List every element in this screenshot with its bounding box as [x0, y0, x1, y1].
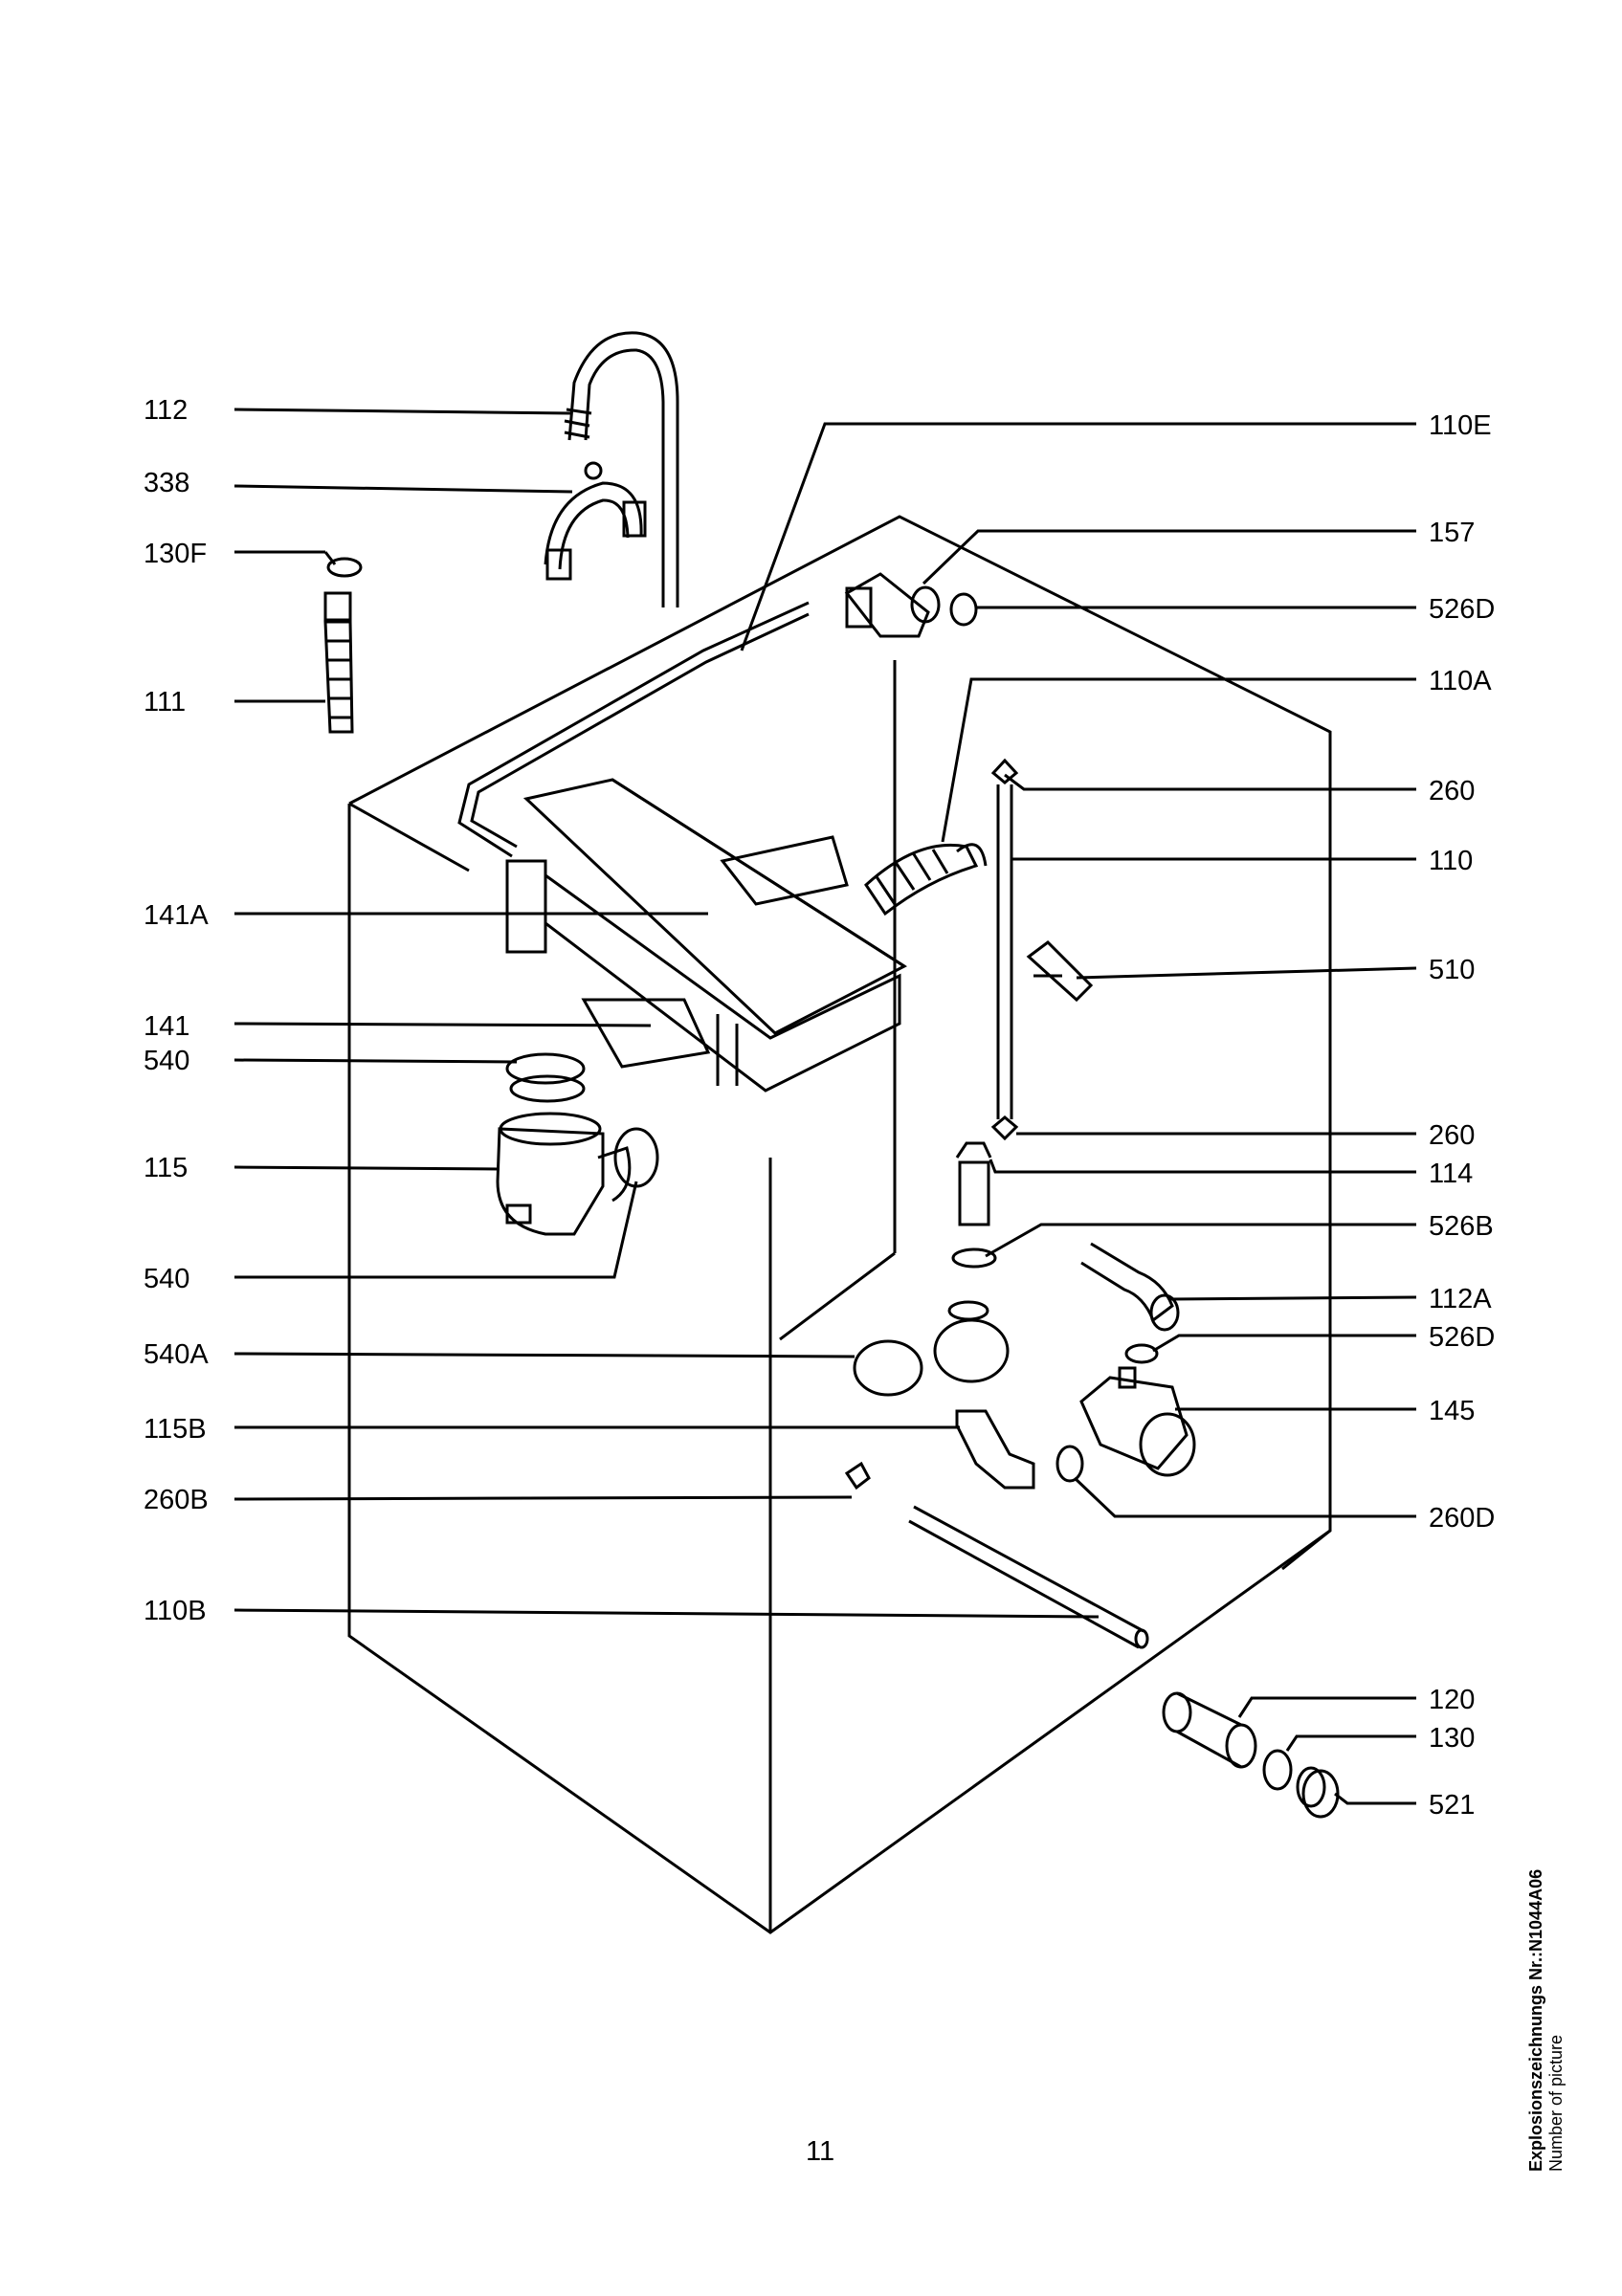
drain-hose-part — [564, 331, 679, 607]
bellows-hose-part — [864, 660, 988, 916]
clamp-540a-part — [853, 1339, 923, 1397]
label-110b: 110B — [144, 1596, 207, 1626]
label-540a: 540A — [144, 1339, 209, 1370]
label-260-top: 260 — [1429, 776, 1475, 806]
leader-lines — [233, 408, 1417, 1805]
label-111: 111 — [144, 687, 186, 718]
labels-right: 110E 157 526D 110A 260 110 510 260 114 5… — [1429, 410, 1495, 1821]
inlet-hose-part — [323, 591, 354, 734]
label-510: 510 — [1429, 955, 1475, 985]
label-260b: 260B — [144, 1485, 209, 1515]
label-521: 521 — [1429, 1790, 1475, 1821]
filter-cap-521-part — [1296, 1766, 1340, 1819]
label-157: 157 — [1429, 518, 1475, 548]
label-110: 110 — [1429, 846, 1473, 876]
bracket-510-part — [1026, 940, 1094, 1003]
picture-number-title: Explosionszeichnungs Nr.:N1044A06 — [1526, 1868, 1545, 2172]
label-540-bottom: 540 — [144, 1264, 189, 1294]
label-526b: 526B — [1429, 1211, 1494, 1242]
tube-110b-part — [908, 1505, 1149, 1649]
page-number: 11 — [806, 2136, 835, 2167]
label-112: 112 — [144, 395, 188, 426]
label-112a: 112A — [1429, 1284, 1492, 1314]
hose-guide-part — [544, 461, 647, 581]
clamp-526d-top-part — [949, 592, 978, 627]
washer-130f-part — [326, 557, 363, 578]
filter-120-part — [1162, 1691, 1257, 1769]
inlet-pipe-part — [457, 601, 810, 858]
hose-112a-part — [1080, 1242, 1180, 1332]
label-540-top: 540 — [144, 1046, 189, 1076]
label-130: 130 — [1429, 1723, 1475, 1754]
picture-number-subtitle: Number of picture — [1546, 2034, 1566, 2172]
sump-hose-part — [496, 1052, 659, 1236]
pump-hose-part — [933, 1300, 1035, 1490]
label-120: 120 — [1429, 1685, 1475, 1715]
detergent-drawer-part — [505, 778, 907, 1093]
label-115: 115 — [144, 1153, 188, 1183]
label-260d: 260D — [1429, 1503, 1495, 1534]
label-526d-top: 526D — [1429, 594, 1495, 625]
label-338: 338 — [144, 468, 189, 498]
label-141: 141 — [144, 1011, 189, 1042]
pressure-hose-part — [990, 758, 1019, 1141]
clamp-526d-bottom-part — [1124, 1343, 1159, 1364]
seal-130-part — [1262, 1749, 1293, 1791]
picture-number-note: Explosionszeichnungs Nr.:N1044A06 Number… — [1526, 1732, 1566, 2172]
label-115b: 115B — [144, 1414, 207, 1445]
labels-left: 112 338 130F 111 141A 141 540 115 540 54… — [144, 395, 209, 1626]
label-130f: 130F — [144, 539, 207, 569]
clip-260d-part — [1055, 1445, 1084, 1483]
clamp-526b-part — [951, 1247, 997, 1269]
label-110a: 110A — [1429, 666, 1492, 696]
label-145: 145 — [1429, 1396, 1475, 1426]
label-141a: 141A — [144, 900, 209, 931]
drain-pump-part — [1079, 1366, 1196, 1477]
inlet-elbow-part — [844, 572, 941, 638]
clip-260b-part — [844, 1461, 871, 1490]
pressure-chamber-part — [955, 1141, 992, 1226]
label-110e: 110E — [1429, 410, 1492, 441]
label-114: 114 — [1429, 1159, 1473, 1189]
label-260-bottom: 260 — [1429, 1120, 1475, 1151]
label-526d-bottom: 526D — [1429, 1322, 1495, 1353]
